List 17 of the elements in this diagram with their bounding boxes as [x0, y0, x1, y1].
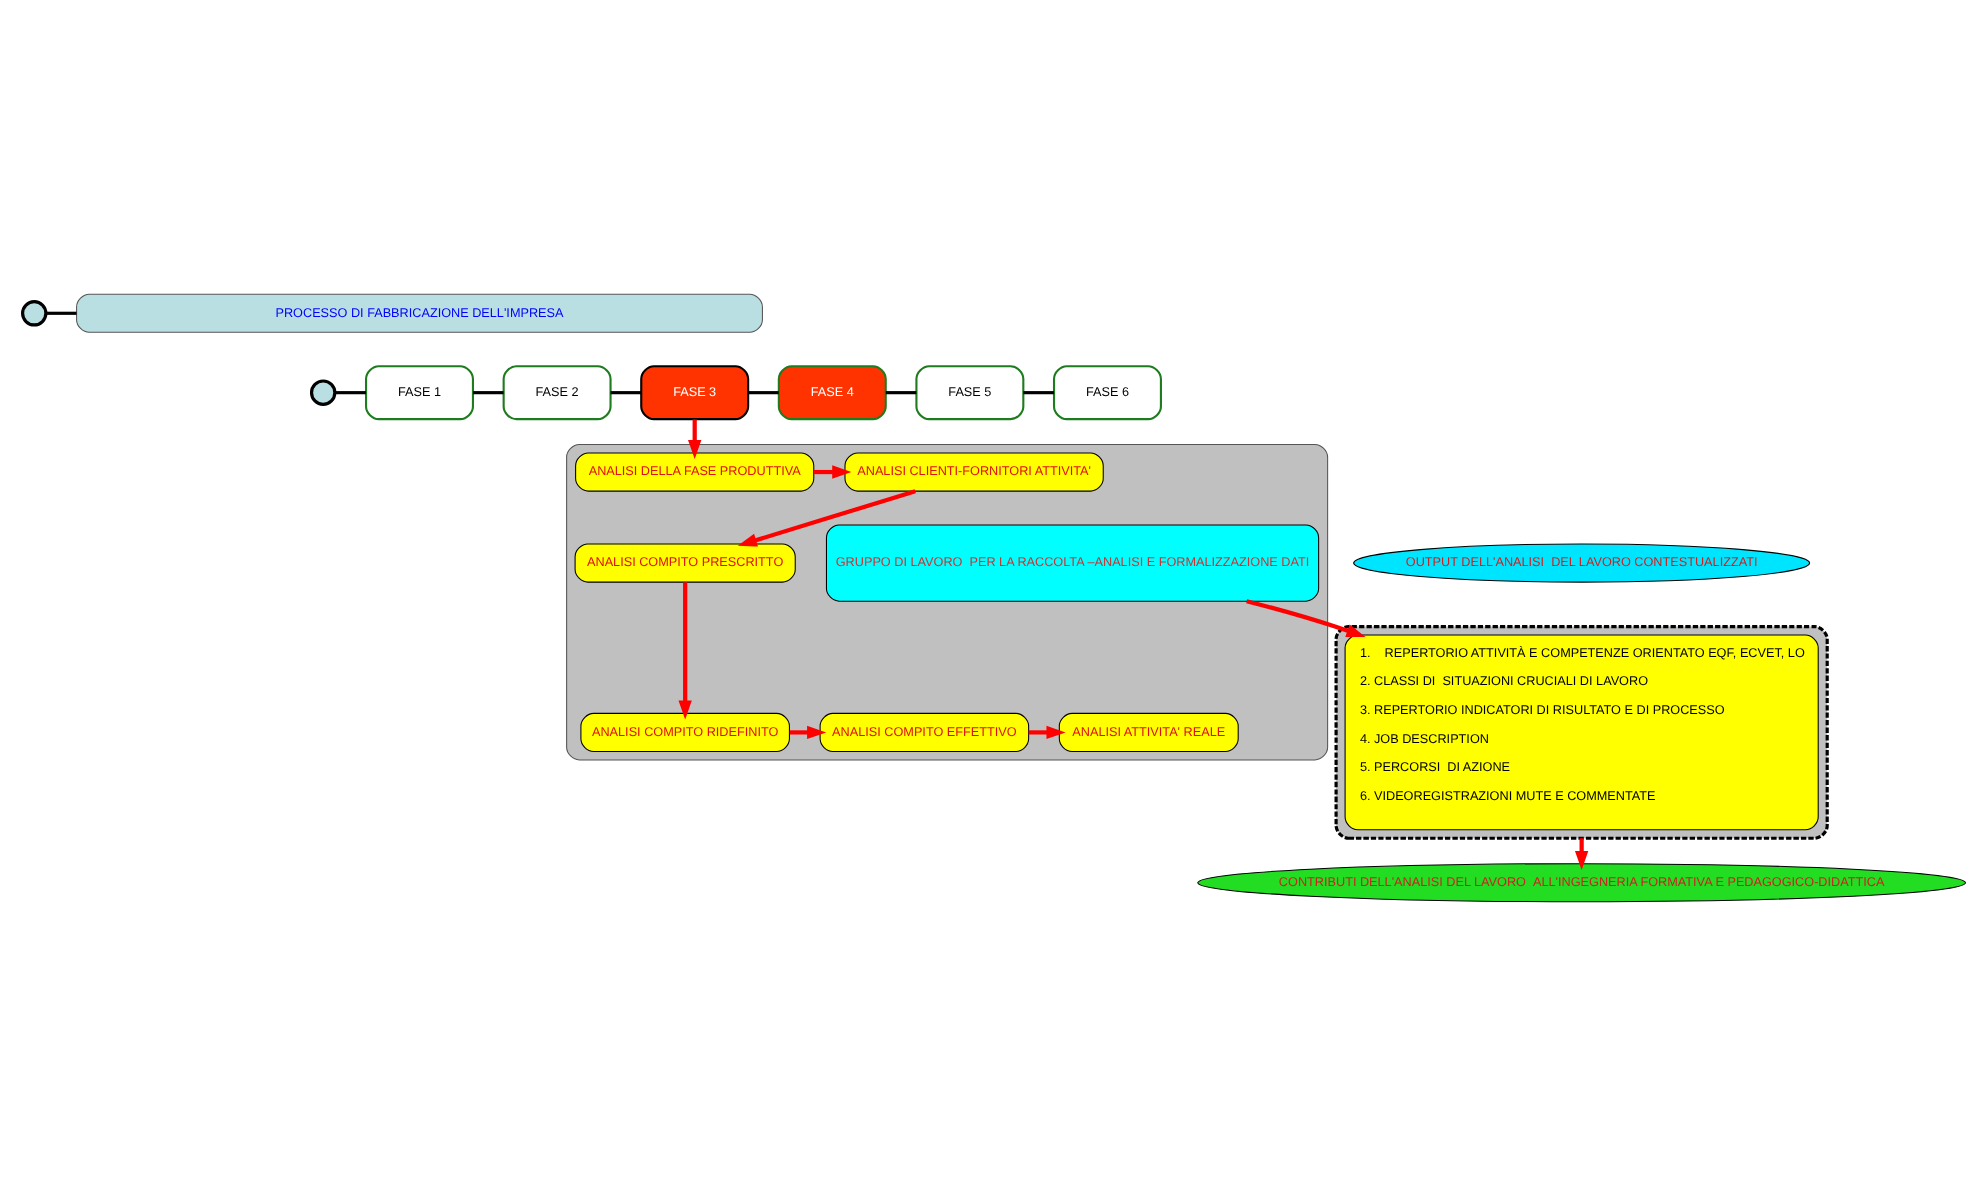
connector	[473, 391, 504, 395]
node-circle	[309, 379, 337, 406]
arrow	[678, 582, 692, 720]
connector	[45, 311, 77, 315]
arrow	[1028, 725, 1066, 740]
cluster	[566, 444, 1329, 761]
arrow	[688, 419, 702, 460]
node-circle	[21, 300, 48, 327]
connector	[334, 391, 366, 395]
connector	[885, 391, 917, 395]
arrow	[789, 725, 827, 740]
arrow	[737, 489, 916, 547]
arrow	[1246, 599, 1366, 638]
connector	[610, 391, 642, 395]
connector	[748, 391, 779, 395]
connector	[1023, 391, 1054, 395]
arrow	[813, 465, 852, 479]
